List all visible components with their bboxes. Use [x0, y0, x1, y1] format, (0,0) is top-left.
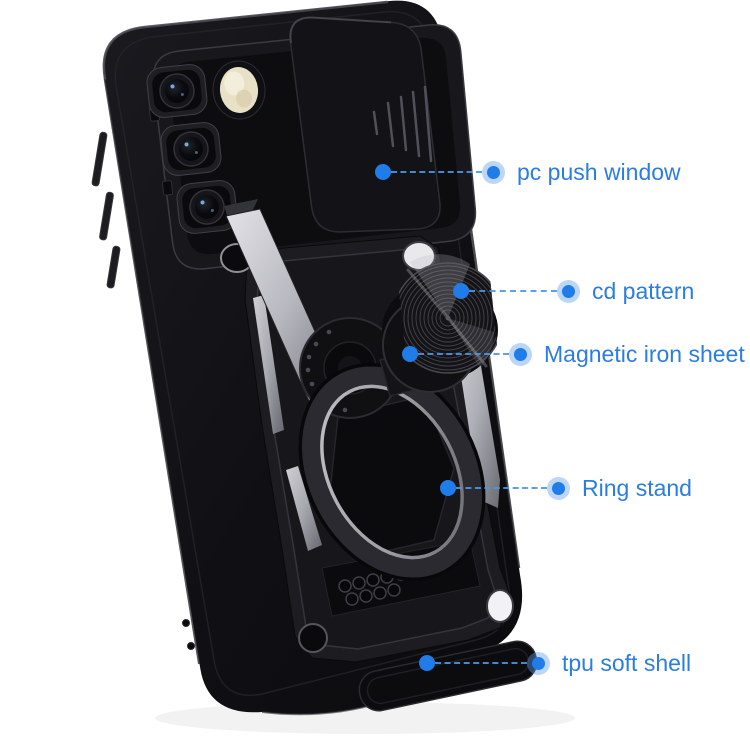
callout-label: pc push window: [517, 159, 681, 185]
callout-label: tpu soft shell: [562, 650, 692, 676]
anchor-dot: [402, 346, 418, 362]
callout-tpu-soft-shell: tpu soft shell: [419, 650, 691, 676]
anchor-dot: [453, 283, 469, 299]
callout-line: [456, 487, 547, 489]
flash-light: [212, 60, 266, 120]
label-dot-core: [487, 165, 500, 179]
anchor-dot: [440, 480, 456, 496]
camera-lens-3: [176, 180, 238, 234]
anchor-dot: [419, 655, 435, 671]
label-dot-core: [532, 656, 545, 670]
callout-line: [435, 662, 527, 664]
slider-grip-grooves: [372, 85, 433, 163]
mic-holes: [182, 619, 195, 650]
label-dot: [509, 342, 532, 366]
label-dot-core: [562, 284, 575, 298]
label-dot: [547, 476, 570, 500]
label-dot: [482, 160, 505, 184]
callout-label: Ring stand: [582, 475, 692, 501]
camera-slide-cover: [289, 16, 441, 233]
callout-line: [391, 171, 482, 173]
camera-lens-1: [146, 64, 208, 118]
label-dot: [527, 651, 550, 675]
callout-cd-pattern: cd pattern: [453, 278, 694, 304]
callout-label: cd pattern: [592, 278, 695, 304]
label-dot: [557, 279, 580, 303]
callout-pc-push-window: pc push window: [375, 159, 681, 185]
camera-lens-2: [160, 122, 222, 176]
screw-hole-bottom-right: [486, 589, 514, 623]
screw-hole-top-right: [402, 241, 436, 271]
callout-label: Magnetic iron sheet: [544, 341, 745, 367]
callout-line: [469, 290, 557, 292]
ring-stand: [298, 363, 486, 581]
callout-magnetic-iron-sheet: Magnetic iron sheet: [402, 341, 745, 367]
callout-ring-stand: Ring stand: [440, 475, 692, 501]
callout-line: [418, 353, 509, 355]
screw-hole-bottom-left: [298, 623, 328, 653]
anchor-dot: [375, 164, 391, 180]
label-dot-core: [514, 347, 527, 361]
side-buttons: [91, 131, 121, 289]
label-dot-core: [552, 481, 565, 495]
